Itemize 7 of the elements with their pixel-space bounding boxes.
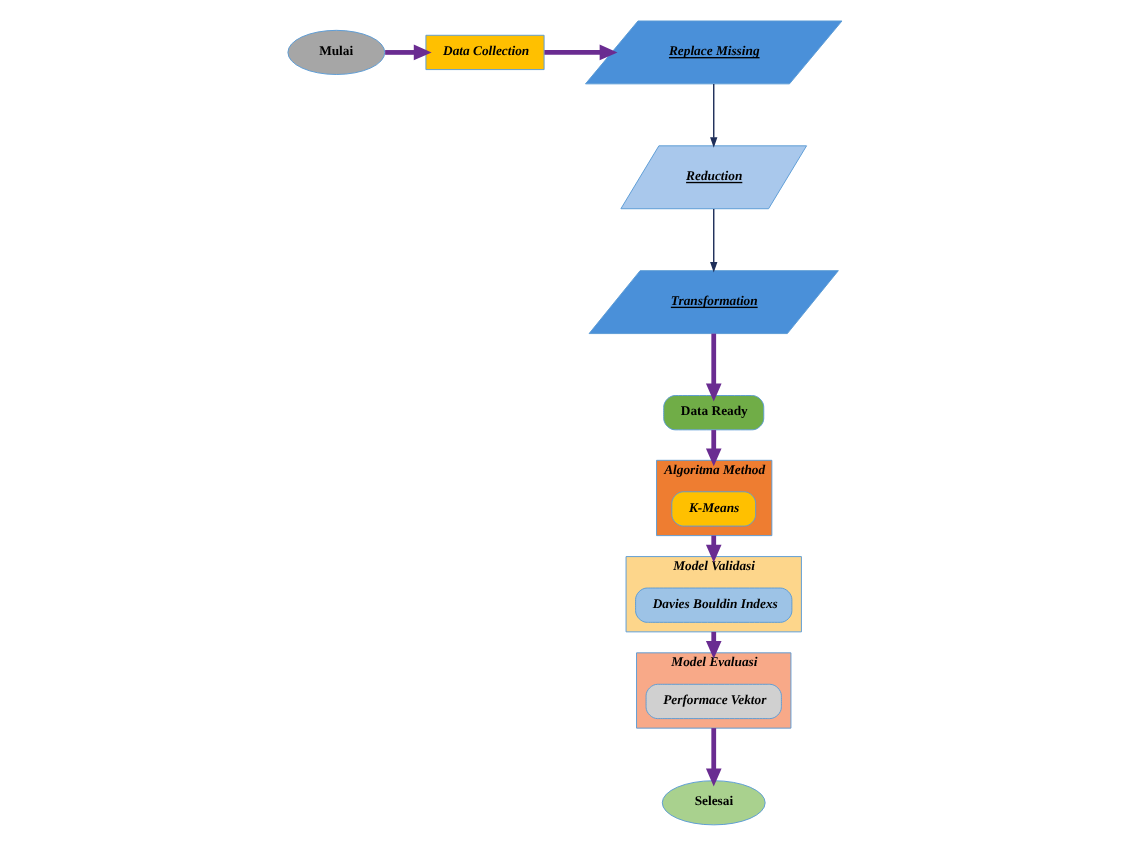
arrow <box>705 728 722 787</box>
arrow <box>385 44 432 61</box>
arrow <box>710 83 718 148</box>
arrow <box>710 208 718 273</box>
arrow <box>544 44 618 61</box>
arrow <box>705 430 722 467</box>
arrow <box>705 333 722 402</box>
